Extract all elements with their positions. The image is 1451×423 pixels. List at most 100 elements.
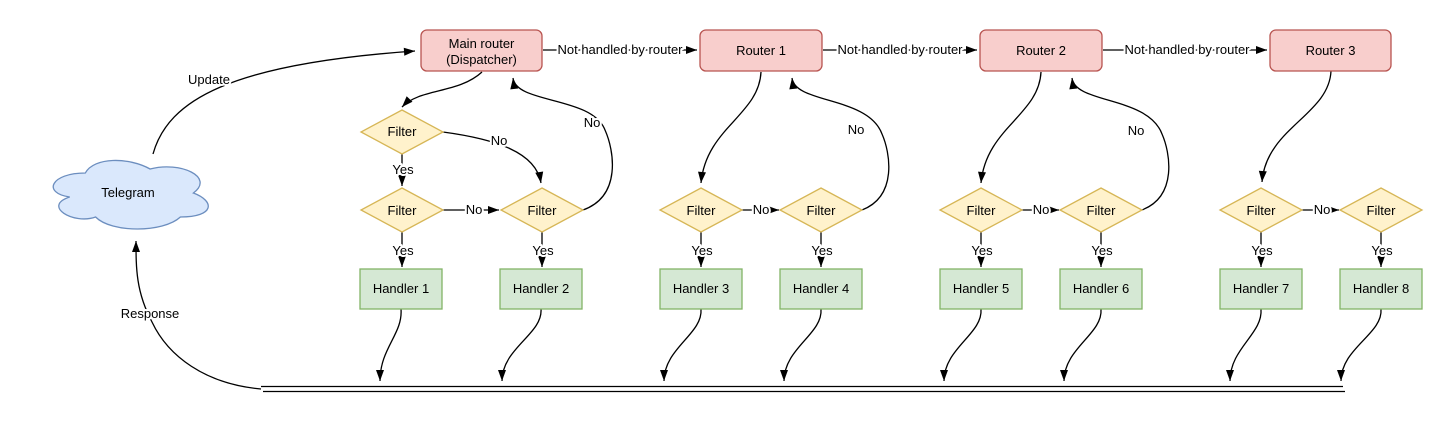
yes-label-f5: Yes — [971, 243, 993, 258]
telegram-cloud: Telegram — [52, 159, 209, 230]
cloud-shape — [52, 159, 209, 230]
filter-7-diamond — [1218, 187, 1304, 233]
yes-label-upper: Yes — [392, 162, 414, 177]
filter-6-node: Filter — [1058, 187, 1144, 233]
filter-upper-label: Filter — [388, 124, 418, 139]
cloud-label: Telegram — [101, 185, 154, 200]
handler-2-box — [499, 268, 583, 310]
filter-1-diamond — [359, 187, 445, 233]
router-3-label: Router 3 — [1306, 43, 1356, 58]
filter-6-diamond — [1058, 187, 1144, 233]
filter-2-diamond — [499, 187, 585, 233]
main-router-box — [420, 29, 543, 72]
edge-r3-to-filter — [1258, 70, 1332, 183]
filter-4-node: Filter — [778, 187, 864, 233]
edge-h4-bus — [780, 308, 822, 382]
edge-update — [152, 47, 416, 155]
no-label-loop-main: No — [584, 115, 601, 130]
filter-upper-node: Filter — [359, 109, 445, 155]
yes-label-f2: Yes — [532, 243, 554, 258]
filter-7-node: Filter — [1218, 187, 1304, 233]
router-2-box — [979, 29, 1103, 72]
edge-r2-to-filter — [978, 71, 1042, 184]
router-1-label: Router 1 — [736, 43, 786, 58]
edge-h2-bus — [498, 308, 542, 382]
filter-1-label: Filter — [388, 203, 418, 218]
handler-4-node: Handler 4 — [779, 268, 863, 310]
edge-main-to-filter — [401, 71, 483, 108]
edge-h8-bus — [1337, 308, 1382, 382]
no-label-f7-f8: No — [1314, 202, 1331, 217]
edge-loop-main — [510, 77, 613, 211]
handler-8-box — [1339, 268, 1423, 310]
filter-4-diamond — [778, 187, 864, 233]
filter-5-diamond — [938, 187, 1024, 233]
handler-4-label: Handler 4 — [793, 281, 849, 296]
handler-5-label: Handler 5 — [953, 281, 1009, 296]
filter-3-label: Filter — [687, 203, 717, 218]
handler-1-box — [359, 268, 443, 310]
main-router-label-line1: Main router — [449, 36, 515, 51]
filter-upper-diamond — [359, 109, 445, 155]
router-2-node: Router 2 — [979, 29, 1103, 72]
filter-2-label: Filter — [528, 203, 558, 218]
yes-label-f6: Yes — [1091, 243, 1113, 258]
handler-8-node: Handler 8 — [1339, 268, 1423, 310]
handler-6-box — [1059, 268, 1143, 310]
handler-1-node: Handler 1 — [359, 268, 443, 310]
no-label-f1-f2: No — [466, 202, 483, 217]
yes-label-f4: Yes — [811, 243, 833, 258]
handler-3-node: Handler 3 — [659, 268, 743, 310]
filter-4-label: Filter — [807, 203, 837, 218]
edge-h5-bus — [940, 308, 982, 382]
handler-6-label: Handler 6 — [1073, 281, 1129, 296]
router-1-node: Router 1 — [699, 29, 823, 72]
handler-2-node: Handler 2 — [499, 268, 583, 310]
filter-8-diamond — [1338, 187, 1424, 233]
edge-labels: Update Response Not handled by router No… — [119, 40, 1395, 323]
handler-7-label: Handler 7 — [1233, 281, 1289, 296]
update-label: Update — [188, 72, 230, 87]
router-1-box — [699, 29, 823, 72]
handler-2-label: Handler 2 — [513, 281, 569, 296]
handler-5-node: Handler 5 — [939, 268, 1023, 310]
yes-label-f3: Yes — [691, 243, 713, 258]
filter-5-label: Filter — [967, 203, 997, 218]
no-label-f3-f4: No — [753, 202, 770, 217]
edge-response — [132, 240, 262, 390]
router-3-box — [1269, 29, 1392, 72]
handler-3-box — [659, 268, 743, 310]
handler-4-box — [779, 268, 863, 310]
filter-6-label: Filter — [1087, 203, 1117, 218]
no-label-loop-r2: No — [1128, 123, 1145, 138]
filter-1-node: Filter — [359, 187, 445, 233]
filter-3-node: Filter — [658, 187, 744, 233]
handler-7-node: Handler 7 — [1219, 268, 1303, 310]
main-router-node: Main router (Dispatcher) — [420, 29, 543, 72]
handler-5-box — [939, 268, 1023, 310]
handler-3-label: Handler 3 — [673, 281, 729, 296]
no-label-upper-curve: No — [491, 133, 508, 148]
yes-label-f1: Yes — [392, 243, 414, 258]
handler-8-label: Handler 8 — [1353, 281, 1409, 296]
edge-r1-to-filter — [698, 71, 762, 184]
filter-7-label: Filter — [1247, 203, 1277, 218]
yes-label-f8: Yes — [1371, 243, 1393, 258]
edge-upper-filter-no — [442, 131, 544, 184]
filter-8-label: Filter — [1367, 203, 1397, 218]
filter-3-diamond — [658, 187, 744, 233]
not-handled-label-1: Not handled by router — [557, 42, 683, 57]
edge-h3-bus — [660, 308, 702, 382]
edge-h1-bus — [376, 308, 402, 382]
filter-8-node: Filter — [1338, 187, 1424, 233]
edge-loop-r2 — [1069, 77, 1170, 211]
no-label-f5-f6: No — [1033, 202, 1050, 217]
not-handled-label-2: Not handled by router — [837, 42, 963, 57]
edge-h7-bus — [1226, 308, 1262, 382]
filter-5-node: Filter — [938, 187, 1024, 233]
router-2-label: Router 2 — [1016, 43, 1066, 58]
yes-label-f7: Yes — [1251, 243, 1273, 258]
filter-2-node: Filter — [499, 187, 585, 233]
